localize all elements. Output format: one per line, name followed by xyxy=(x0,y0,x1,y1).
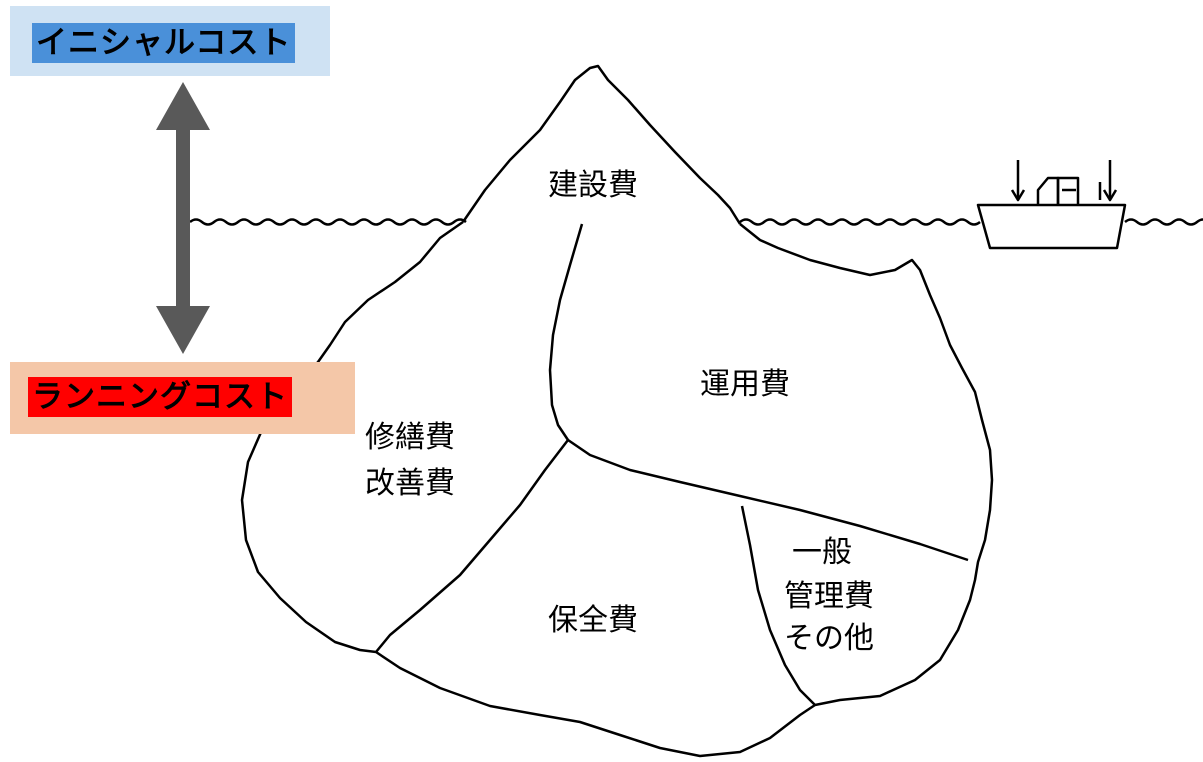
label-repair-line1: 修繕費 xyxy=(365,420,455,455)
label-operation: 運用費 xyxy=(700,367,790,402)
initial-cost-label: イニシャルコスト xyxy=(32,23,296,63)
water-line xyxy=(189,218,1203,226)
iceberg-tip xyxy=(461,64,742,225)
label-general-line2: 管理費 xyxy=(784,579,874,614)
divider-operation-left xyxy=(548,223,969,562)
divider-general xyxy=(740,505,816,706)
initial-cost-box: イニシャルコスト xyxy=(10,6,330,76)
divider-repair xyxy=(375,439,569,653)
label-general-line1: 一般 xyxy=(792,535,852,570)
ship-icon xyxy=(976,160,1127,250)
label-construction: 建設費 xyxy=(548,168,638,203)
double-headed-vertical-arrow-icon xyxy=(156,82,210,354)
iceberg-body xyxy=(240,220,994,758)
running-cost-box: ランニングコスト xyxy=(10,362,355,434)
label-general-line3: その他 xyxy=(784,621,874,656)
label-repair-line2: 改善費 xyxy=(365,466,455,501)
label-maintenance: 保全費 xyxy=(548,603,638,638)
running-cost-label: ランニングコスト xyxy=(28,377,292,417)
